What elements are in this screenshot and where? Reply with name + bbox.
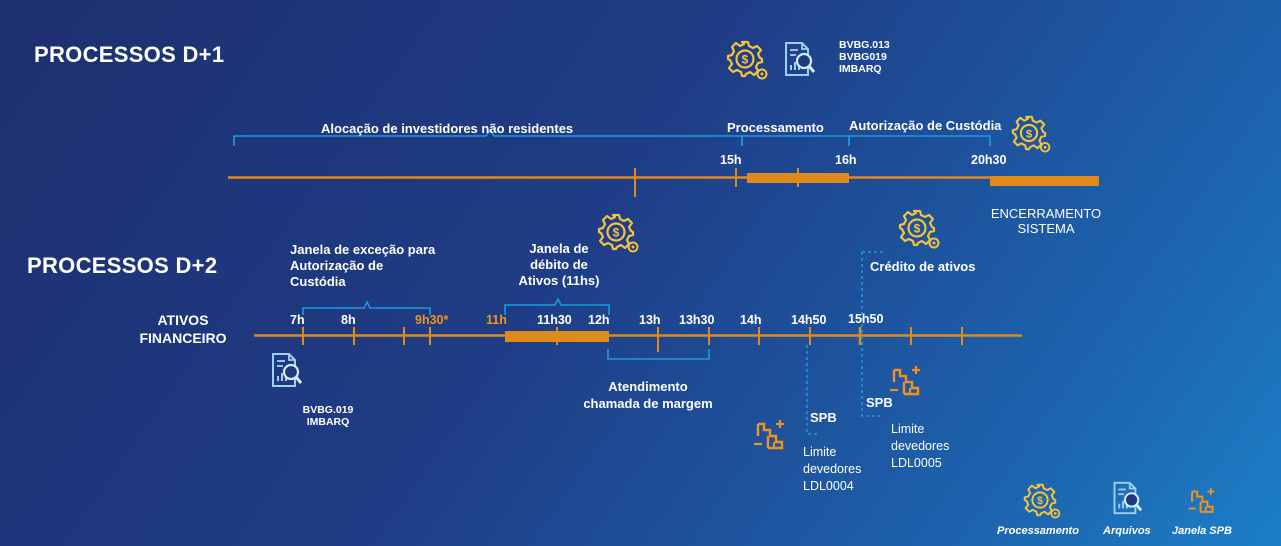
closing-label: ENCERRAMENTO SISTEMA bbox=[978, 206, 1114, 236]
gear-dollar-icon bbox=[1011, 115, 1051, 153]
limit-line: LDL0005 bbox=[891, 456, 942, 470]
exception-line-1: Janela de exceção para bbox=[290, 242, 436, 257]
d1-tick-16h: 16h bbox=[835, 153, 857, 167]
d1-tick-20h30: 20h30 bbox=[971, 153, 1007, 167]
limit-line: devedores bbox=[803, 462, 862, 476]
row-label-line-2: FINANCEIRO bbox=[139, 330, 227, 346]
gear-dollar-icon bbox=[898, 209, 940, 249]
gear-dollar-icon bbox=[1023, 483, 1061, 519]
spb-window-1 bbox=[806, 345, 820, 435]
margin-line-1: Atendimento bbox=[608, 379, 688, 394]
limit-ldl0004: Limite devedores LDL0004 bbox=[803, 444, 861, 495]
d2-tick-12h: 12h bbox=[588, 313, 610, 327]
d2-tick-14h: 14h bbox=[740, 313, 762, 327]
exception-window-label: Janela de exceção para Autorização de Cu… bbox=[290, 242, 435, 290]
d2-tick-7h: 7h bbox=[290, 313, 305, 327]
file-search-icon bbox=[271, 352, 303, 388]
d2-tick-11h30: 11h30 bbox=[537, 313, 572, 327]
d2-tick-13h: 13h bbox=[639, 313, 661, 327]
exception-line-3: Custódia bbox=[290, 274, 346, 289]
file-name: IMBARQ bbox=[306, 416, 350, 428]
processing-label: Processamento bbox=[727, 120, 824, 135]
d2-title: PROCESSOS D+2 bbox=[27, 253, 218, 278]
closing-line-1: ENCERRAMENTO bbox=[990, 206, 1102, 221]
limit-line: LDL0004 bbox=[803, 479, 854, 493]
spb-window-2 bbox=[861, 251, 885, 417]
credit-label: Crédito de ativos bbox=[870, 259, 976, 274]
limit-line: devedores bbox=[891, 439, 950, 453]
spb-label: SPB bbox=[866, 395, 893, 410]
exception-line-2: Autorização de bbox=[290, 258, 384, 273]
margin-line-2: chamada de margem bbox=[583, 396, 713, 411]
debit-window-label: Janela de débito de Ativos (11hs) bbox=[500, 241, 618, 289]
d2-tick-9h30: 9h30* bbox=[415, 313, 449, 327]
d1-tick-15h: 15h bbox=[720, 153, 742, 167]
d2-tick-13h30: 13h30 bbox=[679, 313, 715, 327]
file-name: BVBG.013 bbox=[839, 39, 890, 51]
limit-ldl0005: Limite devedores LDL0005 bbox=[891, 421, 949, 472]
d1-closing-bar bbox=[990, 176, 1099, 186]
legend-files: Arquivos bbox=[1103, 525, 1151, 537]
d1-processing-bar bbox=[747, 173, 849, 183]
d2-tick-8h: 8h bbox=[341, 313, 356, 327]
legend-processing: Processamento bbox=[997, 525, 1079, 537]
d2-tick-14h50: 14h50 bbox=[791, 313, 827, 327]
file-name: BVBG019 bbox=[839, 51, 887, 63]
spb-chart-icon bbox=[888, 364, 922, 396]
file-search-icon bbox=[1113, 481, 1143, 515]
file-name: BVBG.019 bbox=[302, 404, 354, 416]
d1-title: PROCESSOS D+1 bbox=[34, 42, 225, 67]
processing-bracket bbox=[741, 135, 850, 146]
file-name: IMBARQ bbox=[839, 63, 882, 75]
d2-tick-11h: 11h bbox=[486, 313, 507, 327]
exception-brace bbox=[302, 300, 431, 315]
gear-dollar-icon bbox=[726, 40, 768, 80]
file-search-icon bbox=[784, 41, 816, 77]
authorization-label: Autorização de Custódia bbox=[849, 118, 1002, 133]
debit-line-1: Janela de bbox=[529, 241, 589, 256]
d2-debit-bar bbox=[505, 331, 609, 342]
allocation-label: Alocação de investidores não residentes bbox=[321, 121, 574, 136]
limit-line: Limite bbox=[803, 445, 837, 459]
debit-line-2: débito de bbox=[530, 257, 588, 272]
spb-chart-icon bbox=[1187, 487, 1216, 513]
d2-file-list: BVBG.019 IMBARQ bbox=[298, 404, 358, 428]
margin-call-label: Atendimento chamada de margem bbox=[578, 378, 718, 412]
d2-tick-15h50: 15h50 bbox=[848, 312, 884, 326]
spb-chart-icon bbox=[752, 418, 786, 450]
legend-spb: Janela SPB bbox=[1172, 525, 1232, 537]
row-label: ATIVOS FINANCEIRO bbox=[120, 311, 246, 347]
d1-file-list: BVBG.013 BVBG019 IMBARQ bbox=[839, 39, 890, 75]
row-label-line-1: ATIVOS bbox=[157, 312, 209, 328]
authorization-bracket bbox=[848, 135, 991, 146]
spb-label: SPB bbox=[810, 410, 837, 425]
margin-bracket bbox=[607, 349, 710, 360]
debit-brace bbox=[504, 297, 610, 315]
closing-line-2: SISTEMA bbox=[1017, 221, 1075, 236]
debit-line-3: Ativos (11hs) bbox=[518, 273, 600, 288]
limit-line: Limite bbox=[891, 422, 925, 436]
